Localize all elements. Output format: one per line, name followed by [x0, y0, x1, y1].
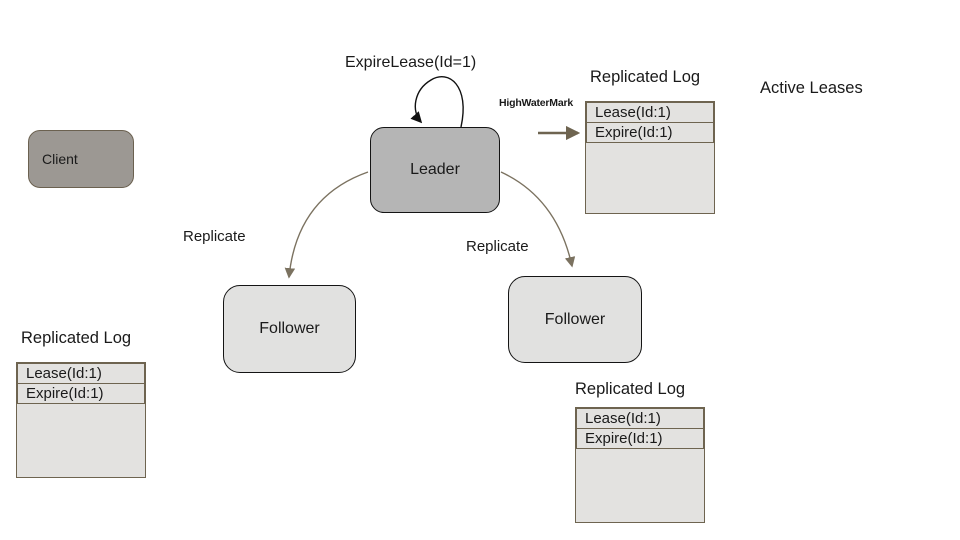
replicate-label-right: Replicate — [466, 238, 529, 255]
follower-right-log-title: Replicated Log — [575, 380, 686, 398]
client-node-label: Client — [42, 151, 78, 167]
replicate-arrow-left — [284, 171, 369, 279]
follower-left-log-row-lease: Lease(Id:1) — [17, 363, 145, 384]
leader-node: Leader — [370, 127, 500, 213]
leader-log-table: Lease(Id:1) Expire(Id:1) — [585, 101, 715, 214]
follower-node-right-label: Follower — [544, 310, 606, 328]
follower-right-log-table: Lease(Id:1) Expire(Id:1) — [575, 407, 705, 523]
high-water-mark-label: HighWaterMark — [499, 97, 574, 109]
expire-lease-self-loop-arrow — [410, 76, 464, 128]
expire-lease-label: ExpireLease(Id=1) — [345, 54, 477, 71]
leader-log-title: Replicated Log — [590, 68, 701, 86]
follower-right-log-row-expire: Expire(Id:1) — [576, 428, 704, 449]
follower-left-log-table: Lease(Id:1) Expire(Id:1) — [16, 362, 146, 478]
follower-right-log-row-lease: Lease(Id:1) — [576, 408, 704, 429]
follower-node-right: Follower — [508, 276, 642, 363]
replicate-label-left: Replicate — [183, 228, 246, 245]
follower-node-left-label: Follower — [259, 320, 320, 337]
leader-log-row-lease: Lease(Id:1) — [586, 102, 714, 123]
leader-node-label: Leader — [410, 161, 460, 178]
leader-log-row-expire: Expire(Id:1) — [586, 122, 714, 143]
follower-left-log-title: Replicated Log — [21, 329, 132, 347]
active-leases-label: Active Leases — [760, 79, 863, 97]
client-node: Client — [28, 130, 134, 188]
follower-left-log-row-expire: Expire(Id:1) — [17, 383, 145, 404]
follower-node-left: Follower — [223, 285, 356, 373]
